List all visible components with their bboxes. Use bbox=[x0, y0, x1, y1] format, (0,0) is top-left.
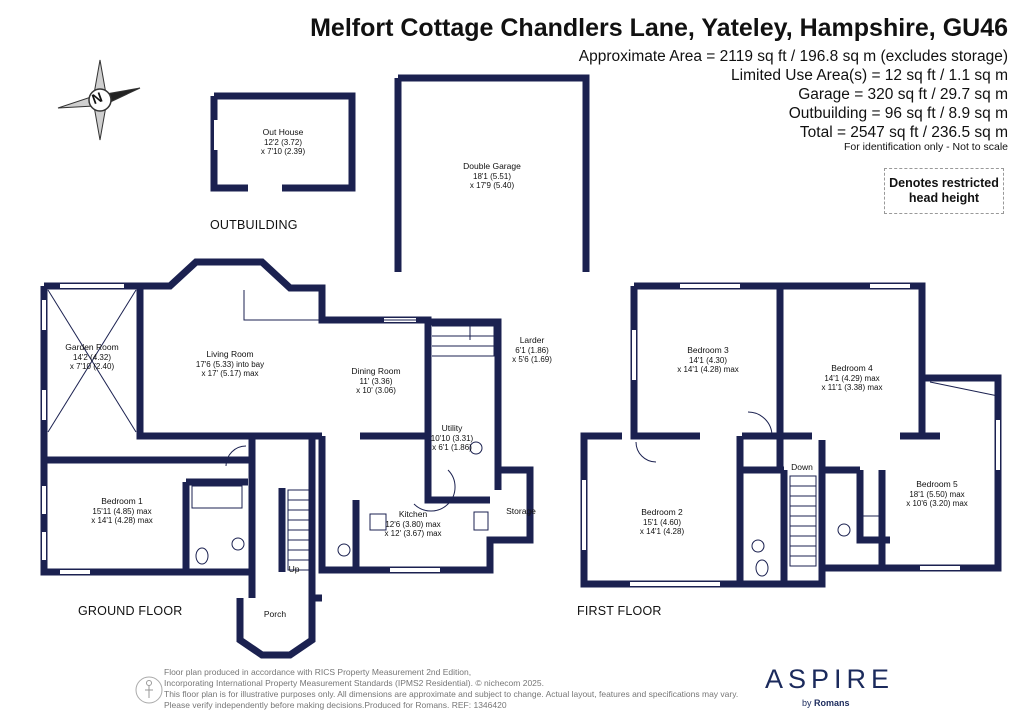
area-line: Approximate Area = 2119 sq ft / 196.8 sq… bbox=[578, 48, 1008, 65]
identification-note: For identification only - Not to scale bbox=[844, 141, 1008, 153]
garage-walls bbox=[394, 74, 590, 272]
stairs-down-label: Down bbox=[791, 462, 813, 472]
disclaimer: Floor plan produced in accordance with R… bbox=[164, 667, 739, 710]
first-floor-walls bbox=[580, 282, 1002, 588]
person-scale-icon bbox=[135, 676, 163, 704]
room-label-porch: Porch bbox=[263, 609, 287, 619]
stairs-up-label: Up bbox=[288, 564, 300, 574]
property-title: Melfort Cottage Chandlers Lane, Yateley,… bbox=[310, 14, 1008, 42]
legend-line: head height bbox=[908, 191, 980, 205]
floor-label-ground: GROUND FLOOR bbox=[78, 604, 183, 618]
porch-walls bbox=[236, 598, 316, 659]
area-line: Limited Use Area(s) = 12 sq ft / 1.1 sq … bbox=[731, 67, 1008, 84]
area-line: Outbuilding = 96 sq ft / 8.9 sq m bbox=[788, 105, 1008, 122]
legend-line: Denotes restricted bbox=[889, 176, 999, 190]
compass-icon bbox=[57, 59, 141, 141]
brand-logo: ASPIRE bbox=[765, 664, 895, 694]
floor-label-outbuilding: OUTBUILDING bbox=[210, 218, 298, 232]
area-line: Total = 2547 sq ft / 236.5 sq m bbox=[799, 124, 1008, 141]
floor-label-first: FIRST FLOOR bbox=[577, 604, 662, 618]
area-line: Garage = 320 sq ft / 29.7 sq m bbox=[798, 86, 1008, 103]
brand-partner: by Romans bbox=[802, 698, 850, 708]
first-internal-walls bbox=[736, 378, 926, 584]
room-label-storage: Storage bbox=[506, 506, 536, 516]
